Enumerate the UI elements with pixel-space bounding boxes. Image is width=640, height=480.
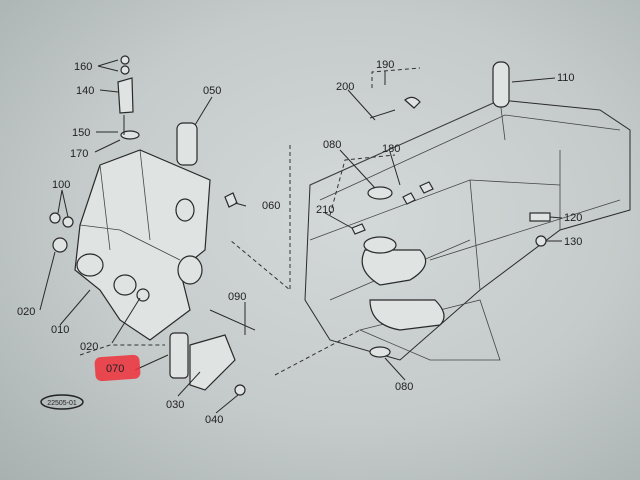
label-010: 010 bbox=[51, 324, 69, 336]
label-020-upper: 020 bbox=[17, 306, 35, 318]
label-150: 150 bbox=[72, 127, 90, 139]
stamp-text: 22505-01 bbox=[47, 400, 77, 407]
leader-lines bbox=[39, 59, 563, 414]
label-040: 040 bbox=[205, 414, 223, 426]
label-110: 110 bbox=[557, 72, 575, 84]
label-160: 160 bbox=[74, 61, 92, 73]
label-050: 050 bbox=[203, 85, 221, 97]
label-090: 090 bbox=[228, 291, 246, 303]
frame-drawing bbox=[304, 99, 631, 361]
label-200: 200 bbox=[336, 81, 354, 93]
label-100: 100 bbox=[52, 179, 70, 191]
label-120: 120 bbox=[564, 212, 582, 224]
fittings-drawing bbox=[79, 61, 551, 376]
label-190: 190 bbox=[376, 59, 394, 71]
highlight-070 bbox=[94, 354, 141, 382]
label-080-lower: 080 bbox=[395, 381, 413, 393]
label-020-lower: 020 bbox=[80, 341, 98, 353]
label-080-upper: 080 bbox=[323, 139, 341, 151]
drawing-number-stamp: 22505-01 bbox=[40, 394, 84, 410]
label-210: 210 bbox=[316, 204, 334, 216]
label-130: 130 bbox=[564, 236, 582, 248]
label-180: 180 bbox=[382, 143, 400, 155]
bracket-drawing bbox=[49, 55, 256, 396]
label-060: 060 bbox=[262, 200, 280, 212]
label-140: 140 bbox=[76, 85, 94, 97]
label-170: 170 bbox=[70, 148, 88, 160]
label-030: 030 bbox=[166, 399, 184, 411]
label-070: 070 bbox=[106, 363, 124, 375]
part-labels: 160 140 150 170 050 100 060 020 010 020 … bbox=[17, 59, 582, 426]
